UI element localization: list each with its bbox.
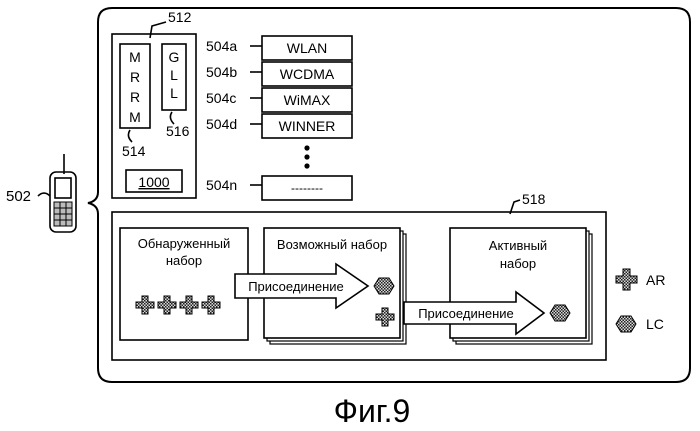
svg-text:M: M bbox=[129, 109, 141, 125]
detected-ar-icons bbox=[136, 296, 220, 314]
radio-stack: 504a 504b 504c 504d WLAN WCDMA WiMAX WIN… bbox=[206, 36, 352, 200]
ref-504a: 504a bbox=[206, 38, 237, 54]
svg-text:R: R bbox=[130, 89, 140, 105]
ref-502: 502 bbox=[6, 188, 31, 205]
ref-504n: 504n bbox=[206, 177, 237, 193]
ref-514: 514 bbox=[122, 143, 146, 159]
svg-text:G: G bbox=[169, 49, 180, 65]
detected-set-title-1: Обнаруженный bbox=[138, 236, 231, 251]
radio-label-n: -------- bbox=[291, 181, 323, 195]
detected-set-title-2: набор bbox=[166, 253, 202, 268]
ref-504d: 504d bbox=[206, 116, 237, 132]
figure-caption: Фиг.9 bbox=[334, 393, 411, 429]
radio-label-wimax: WiMAX bbox=[284, 92, 331, 108]
join-label-1: Присоединение bbox=[248, 279, 344, 294]
mrrm-letters: M R R M bbox=[129, 49, 141, 125]
svg-text:L: L bbox=[170, 85, 178, 101]
ref-518: 518 bbox=[522, 191, 546, 207]
ellipsis-dot bbox=[304, 163, 309, 168]
legend-lc-icon bbox=[616, 316, 636, 332]
ar-plus-icon bbox=[180, 296, 198, 314]
radio-label-wcdma: WCDMA bbox=[280, 66, 335, 82]
ellipsis-dot bbox=[304, 154, 309, 159]
mobile-phone-icon bbox=[50, 154, 76, 232]
active-set-title-2: набор bbox=[500, 256, 536, 271]
legend: AR LC bbox=[616, 269, 665, 332]
gll-letters: G L L bbox=[169, 49, 180, 101]
ar-plus-icon bbox=[158, 296, 176, 314]
radio-label-winner: WINNER bbox=[279, 118, 336, 134]
active-set-title-1: Активный bbox=[489, 238, 547, 253]
candidate-set-title: Возможный набор bbox=[277, 237, 387, 252]
legend-ar-label: AR bbox=[646, 272, 665, 288]
ref-504c: 504c bbox=[206, 90, 236, 106]
ref-512: 512 bbox=[168, 9, 192, 25]
label-1000: 1000 bbox=[138, 174, 169, 190]
ellipsis-dot bbox=[304, 145, 309, 150]
lc-hexagon-icon bbox=[550, 305, 570, 321]
svg-text:M: M bbox=[129, 49, 141, 65]
ar-plus-icon bbox=[136, 296, 154, 314]
legend-lc-label: LC bbox=[646, 316, 664, 332]
ref-516: 516 bbox=[166, 123, 190, 139]
svg-text:R: R bbox=[130, 69, 140, 85]
ar-plus-icon bbox=[202, 296, 220, 314]
lc-hexagon-icon bbox=[374, 278, 394, 294]
radio-label-wlan: WLAN bbox=[287, 40, 327, 56]
legend-ar-icon bbox=[616, 269, 637, 290]
svg-text:L: L bbox=[170, 67, 178, 83]
join-label-2: Присоединение bbox=[418, 306, 514, 321]
ref-504b: 504b bbox=[206, 64, 237, 80]
